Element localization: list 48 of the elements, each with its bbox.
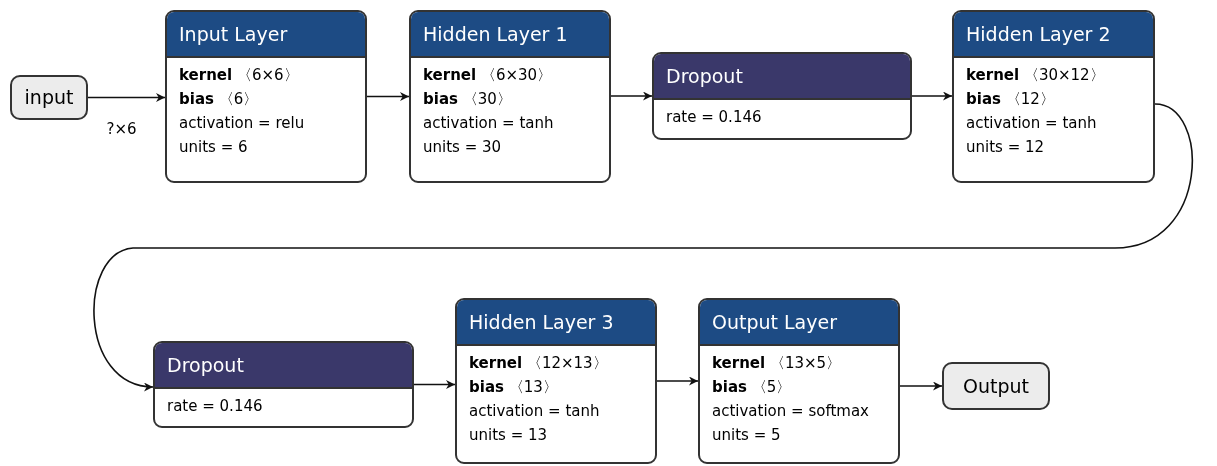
layer-attribute: activation = tanh — [966, 114, 1098, 133]
node-label: Output — [963, 373, 1029, 399]
arrow — [93, 103, 1193, 391]
arrow — [366, 92, 410, 101]
layer-box — [455, 298, 657, 464]
layer-attribute: bias 〈13〉 — [469, 378, 559, 397]
layer-attribute: bias 〈6〉 — [179, 90, 260, 109]
layer-attribute: rate = 0.146 — [666, 108, 763, 127]
layer-box — [952, 10, 1155, 183]
layer-attribute: units = 6 — [179, 138, 249, 157]
layer-box — [652, 52, 912, 140]
layer-attribute: activation = relu — [179, 114, 306, 133]
layer-title: Hidden Layer 2 — [966, 21, 1111, 47]
layer-box — [698, 298, 900, 464]
layer-title: Input Layer — [179, 21, 288, 47]
layer-attribute: kernel 〈6×30〉 — [423, 66, 554, 85]
layer-attribute: kernel 〈6×6〉 — [179, 66, 300, 85]
layer-title: Dropout — [167, 352, 244, 378]
layer-attribute: kernel 〈13×5〉 — [712, 354, 843, 373]
terminal-node — [10, 75, 88, 120]
arrow — [899, 381, 943, 391]
arrow — [87, 93, 166, 102]
arrow — [656, 376, 699, 386]
layer-title: Output Layer — [712, 309, 837, 335]
layer-attribute: units = 13 — [469, 426, 549, 445]
layer-attribute: rate = 0.146 — [167, 397, 264, 416]
layer-box — [153, 341, 414, 428]
arrow — [610, 91, 653, 101]
layer-attribute: activation = softmax — [712, 402, 870, 421]
layer-title: Hidden Layer 1 — [423, 21, 568, 47]
layer-title: Hidden Layer 3 — [469, 309, 614, 335]
layer-title: Dropout — [666, 63, 743, 89]
layer-attribute: units = 30 — [423, 138, 503, 157]
layer-attribute: activation = tanh — [469, 402, 601, 421]
layer-attribute: bias 〈30〉 — [423, 90, 513, 109]
layer-attribute: units = 12 — [966, 138, 1046, 157]
layer-attribute: kernel 〈30×12〉 — [966, 66, 1106, 85]
arrow — [911, 91, 953, 101]
layer-attribute: bias 〈12〉 — [966, 90, 1056, 109]
layer-attribute: kernel 〈12×13〉 — [469, 354, 609, 373]
layer-attribute: bias 〈5〉 — [712, 378, 793, 397]
layer-box — [409, 10, 611, 183]
node-label: input — [24, 85, 74, 111]
layer-attribute: activation = tanh — [423, 114, 555, 133]
layer-box — [165, 10, 367, 183]
layer-attribute: units = 5 — [712, 426, 782, 445]
terminal-node — [942, 362, 1050, 410]
arrow — [413, 380, 456, 389]
